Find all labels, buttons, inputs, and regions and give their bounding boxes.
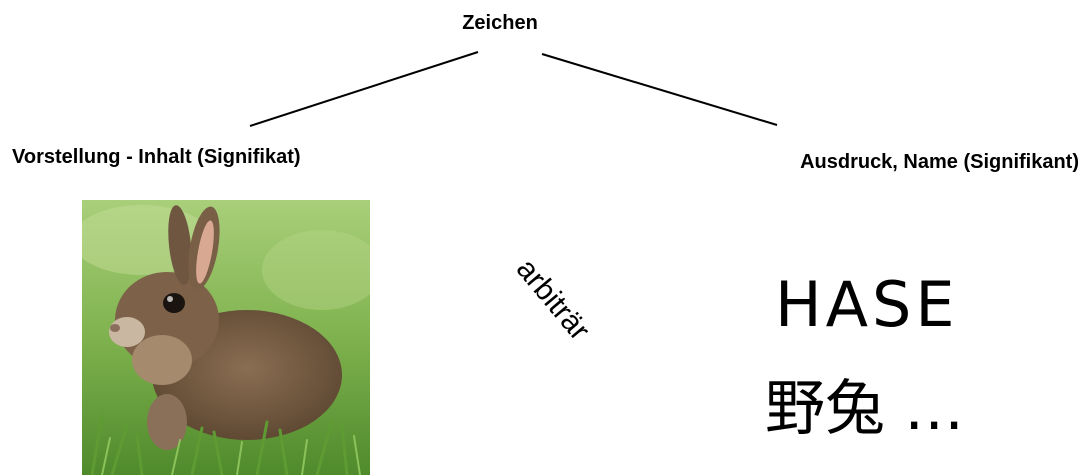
signifier-chinese: 野兔 …: [765, 374, 965, 444]
rabbit-image: [82, 200, 370, 475]
signifikat-label: Vorstellung - Inhalt (Signifikat): [12, 146, 301, 168]
line-to-signifikant: [541, 53, 778, 126]
line-to-signifikat: [249, 51, 479, 127]
signifier-german: HASE: [775, 268, 959, 341]
diagram-title: Zeichen: [462, 12, 538, 34]
signifikant-label: Ausdruck, Name (Signifikant): [800, 151, 1079, 173]
